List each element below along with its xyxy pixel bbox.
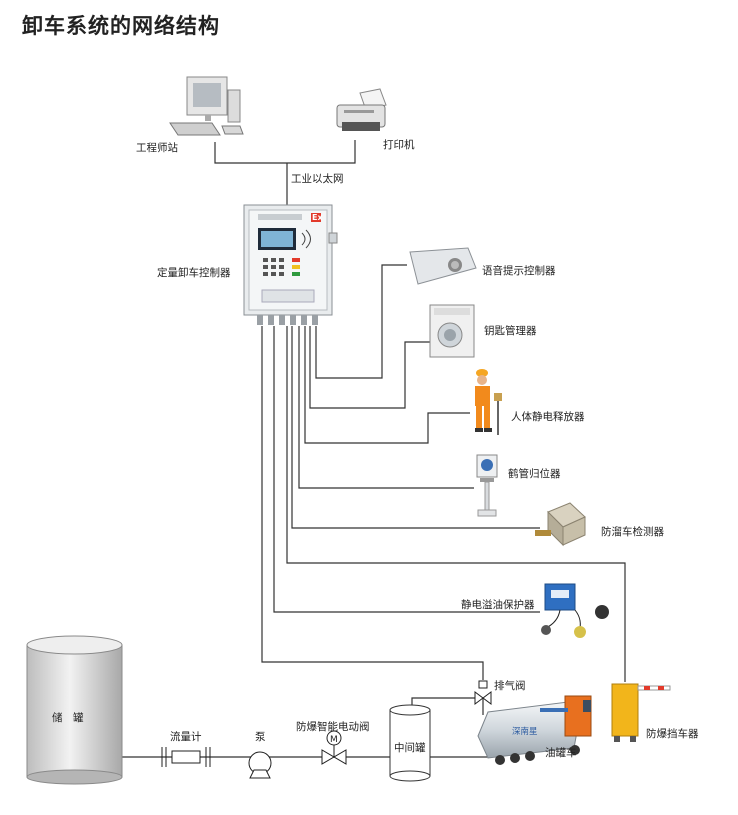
- worker-icon: [475, 369, 502, 435]
- line-antislip: [291, 326, 540, 529]
- svg-text:M: M: [330, 735, 338, 745]
- label-workstation: 工程师站: [136, 142, 178, 154]
- connection-lines: [122, 140, 626, 758]
- tanker-brand: 深南星: [512, 726, 538, 737]
- middle-tank-icon: [389, 704, 431, 782]
- label-crane-return: 鹤管归位器: [508, 468, 561, 480]
- label-static-release: 人体静电释放器: [511, 411, 585, 423]
- label-overflow-protector: 静电溢油保护器: [461, 599, 535, 611]
- overflow-protector-icon: [541, 583, 609, 638]
- label-motor-valve: 防爆智能电动阀: [296, 721, 370, 733]
- label-pump: 泵: [255, 731, 266, 743]
- label-printer: 打印机: [383, 139, 415, 151]
- label-key-manager: 钥匙管理器: [484, 325, 537, 337]
- label-barrier: 防爆挡车器: [646, 728, 699, 740]
- label-controller: 定量卸车控制器: [157, 267, 231, 279]
- exhaust-valve-icon: [474, 680, 492, 705]
- printer-icon: [336, 88, 387, 131]
- speaker-icon: [409, 247, 477, 285]
- label-voice-controller: 语音提示控制器: [482, 265, 556, 277]
- key-cabinet-icon: [429, 304, 475, 358]
- crane-sensor-icon: [476, 454, 498, 517]
- controller-ex-badge: Ex: [312, 213, 323, 222]
- line-static: [304, 326, 470, 444]
- line-crane: [298, 326, 474, 489]
- label-ethernet: 工业以太网: [291, 173, 344, 185]
- anti-slip-sensor-icon: [535, 502, 586, 547]
- pump-icon: [248, 751, 272, 779]
- label-storage-tank: 储 罐: [52, 712, 84, 724]
- controller-cabinet-icon: [243, 204, 338, 325]
- flowmeter-icon: [161, 747, 211, 767]
- line-barrier: [286, 326, 626, 682]
- page-title: 卸车系统的网络结构: [22, 14, 220, 38]
- motor-valve-icon: M: [321, 730, 347, 765]
- line-key: [309, 326, 430, 409]
- tanker-truck-icon: 深南星: [477, 695, 592, 765]
- label-tanker: 油罐车: [545, 747, 577, 759]
- ethernet-line: [214, 140, 356, 164]
- line-voice: [315, 264, 407, 379]
- label-middle-tank: 中间罐: [394, 742, 426, 754]
- storage-tank-icon: [26, 635, 123, 785]
- line-overflow: [273, 326, 540, 613]
- workstation-icon: [169, 76, 244, 136]
- line-exhaust: [261, 326, 484, 680]
- label-anti-slip: 防溜车检测器: [601, 526, 664, 538]
- label-exhaust-valve: 排气阀: [494, 680, 526, 692]
- label-flowmeter: 流量计: [170, 731, 202, 743]
- barrier-gate-icon: [611, 683, 671, 742]
